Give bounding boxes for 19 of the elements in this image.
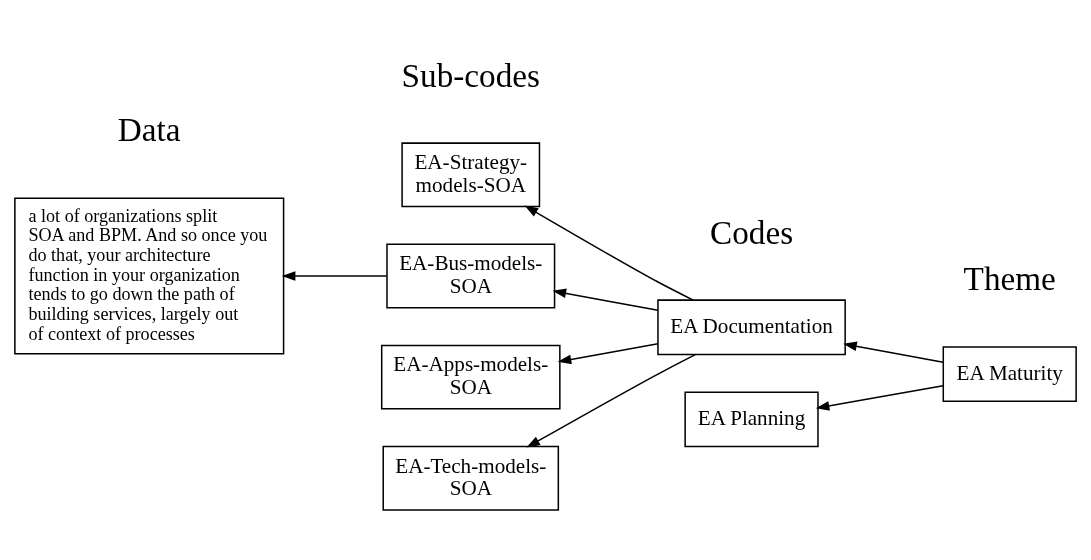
node-box: EA-Bus-models-SOA [386, 243, 556, 308]
node-box: EA Planning [684, 390, 819, 447]
label: Data [117, 110, 181, 148]
arrow [524, 205, 694, 301]
label: Theme [963, 259, 1056, 297]
arrow [843, 341, 944, 363]
node-box: EA-Apps-models-SOA [380, 344, 561, 410]
arrow [815, 384, 944, 411]
label: Codes [710, 213, 794, 251]
arrow [526, 353, 697, 448]
node-box: EA-Tech-models-SOA [382, 445, 560, 511]
arrow [557, 342, 659, 364]
node-box: EA Documentation [657, 298, 846, 355]
node-box: EA Maturity [942, 345, 1077, 402]
label: Sub-codes [401, 56, 540, 94]
node-box: a lot of organizations split SOA and BPM. And so once you do that, your architecture function in your organization tends to go down the path of building services, largely out of context of processes [14, 196, 285, 354]
arrow [552, 288, 659, 311]
arrow [281, 270, 388, 281]
node-box: EA-Strategy-models-SOA [401, 141, 541, 207]
